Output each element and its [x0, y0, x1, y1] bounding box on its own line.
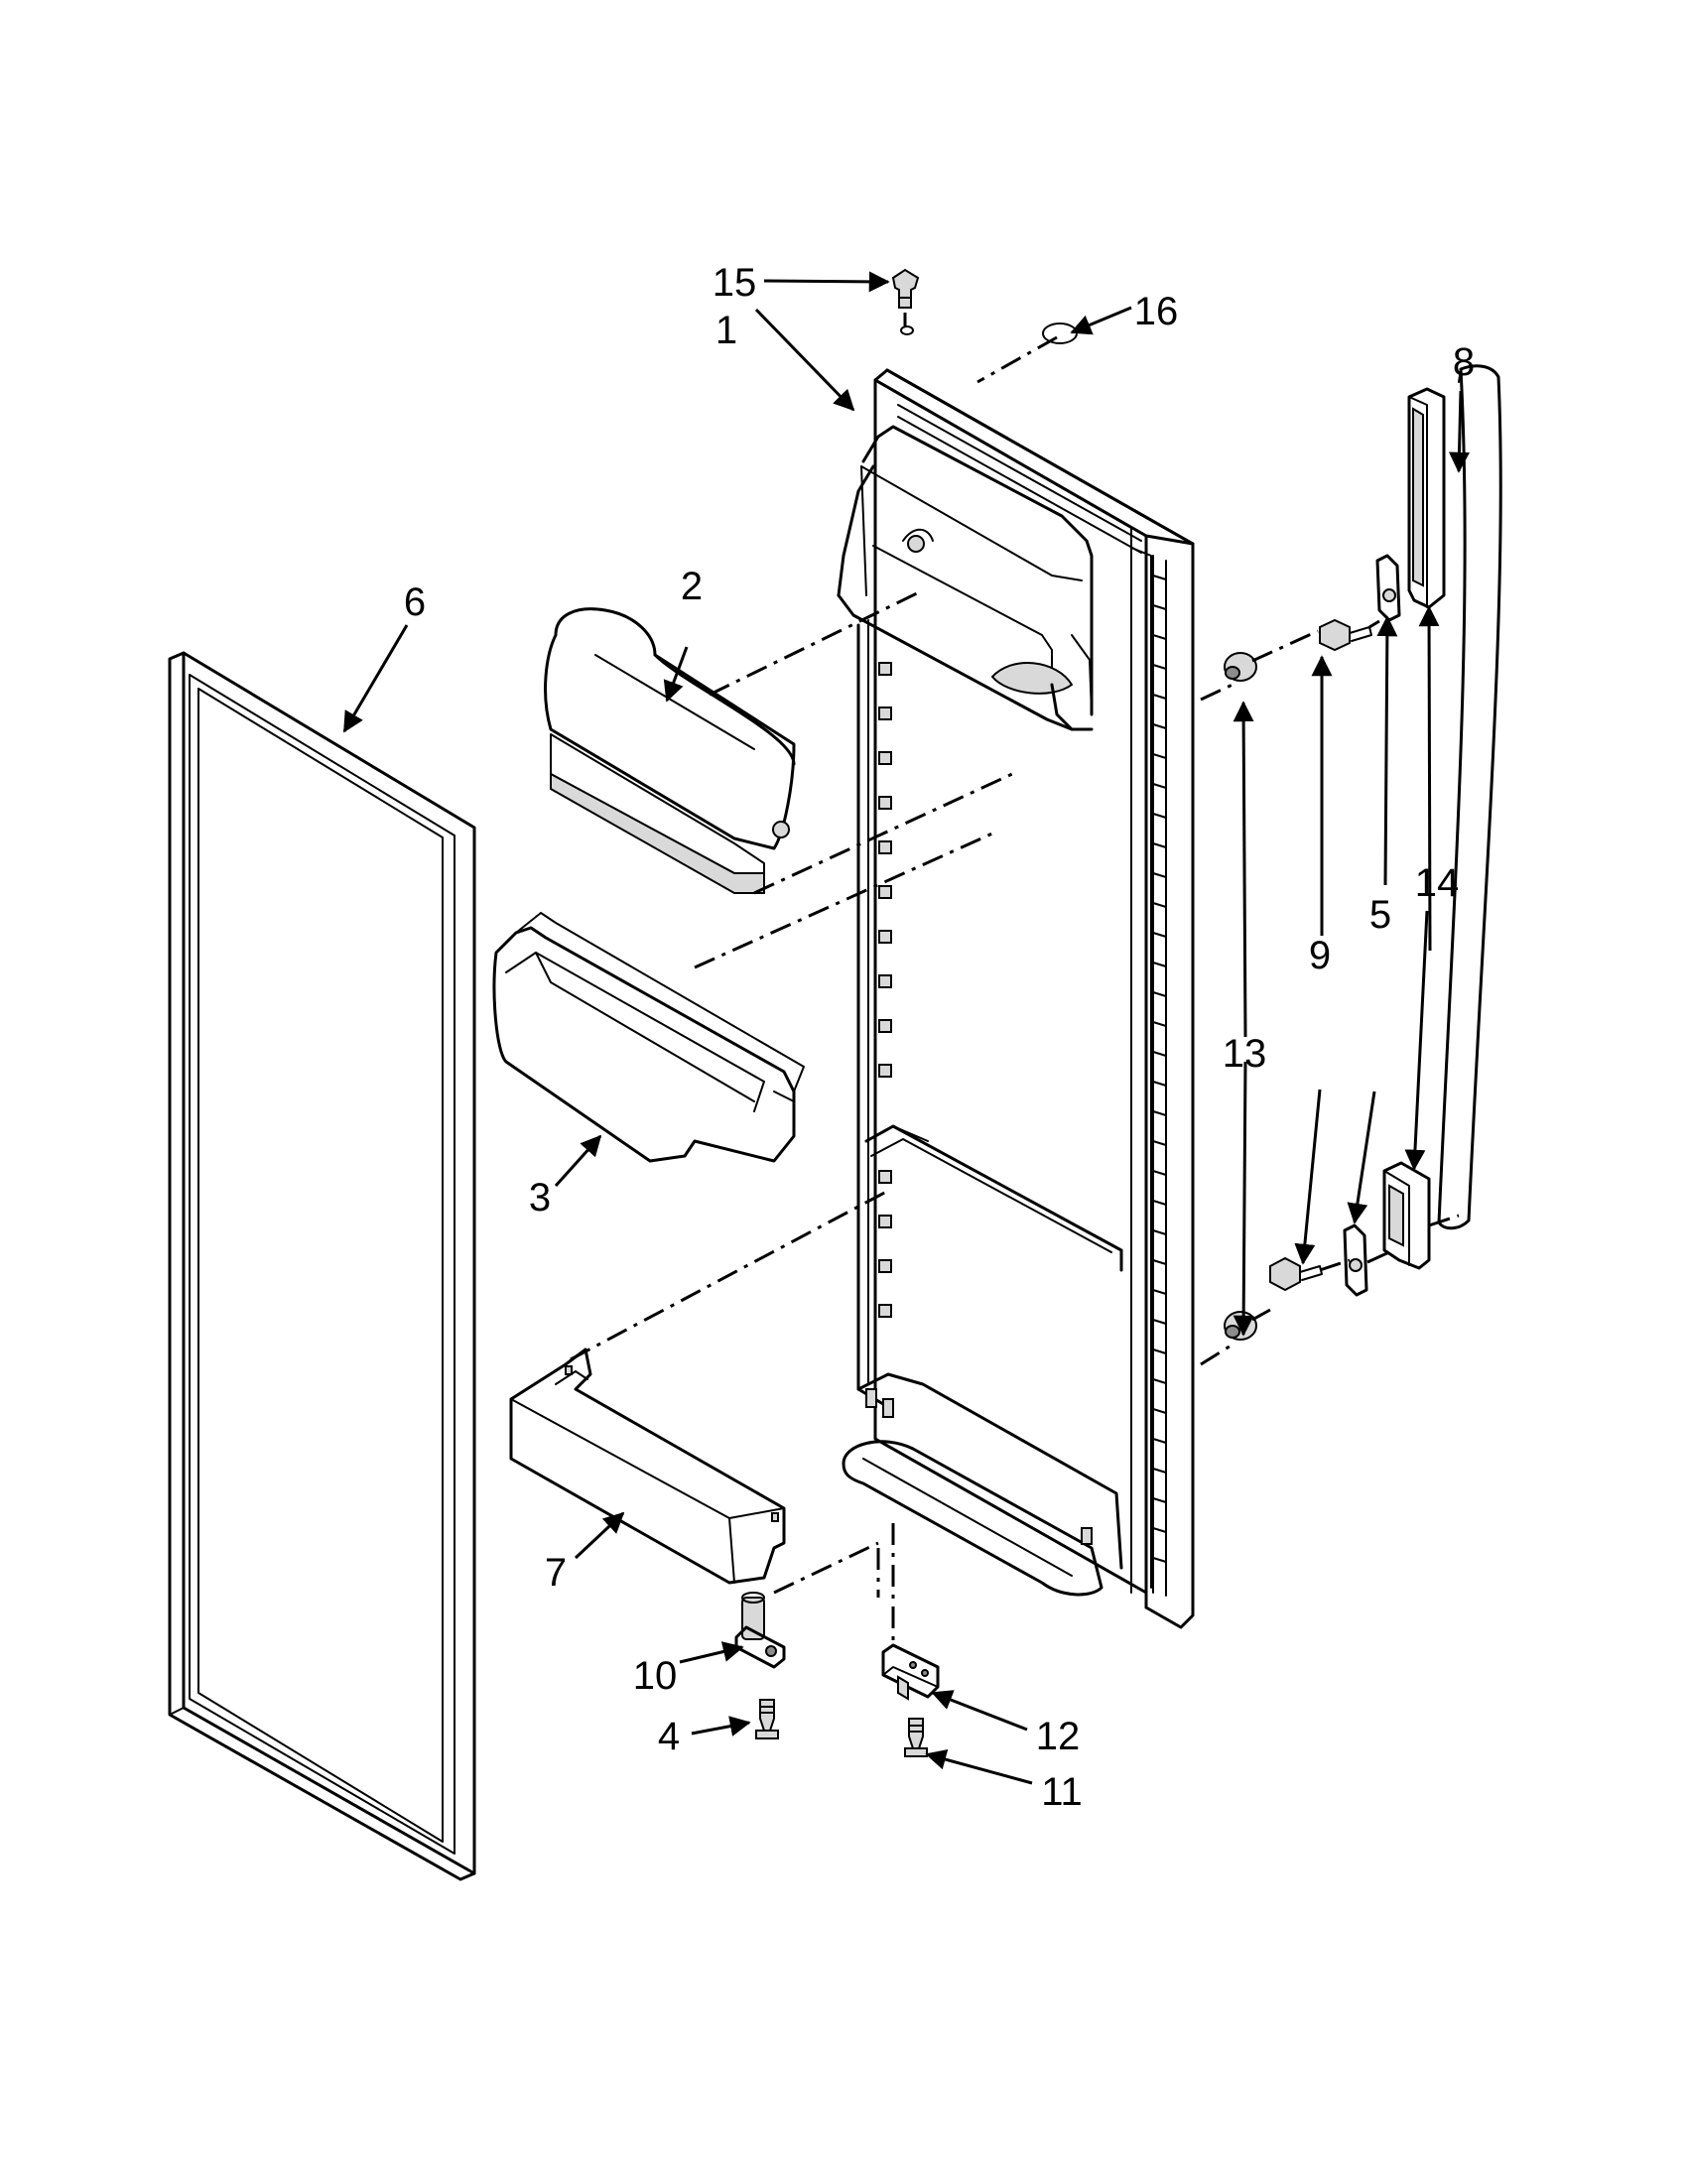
hinge-screw: [755, 1699, 779, 1739]
door-handle: [1437, 364, 1502, 1230]
handle-end-cap-top: [1407, 387, 1446, 609]
callout-7: 7: [545, 1551, 567, 1595]
callout-13: 13: [1223, 1032, 1267, 1076]
handle-screw-top: [1319, 618, 1372, 652]
handle-end-cap-bottom: [1382, 1161, 1431, 1270]
callout-labels: 1 2 3 4 5 6 7 8 9 10 11 12 13 14 15 16: [404, 261, 1475, 1814]
callout-arrows: [342, 271, 1470, 1785]
door-hinge-pin: [734, 1592, 786, 1669]
callout-5: 5: [1369, 893, 1391, 937]
handle-mount-stud-bottom: [1224, 1311, 1257, 1341]
callout-6: 6: [404, 580, 426, 624]
bracket-screw: [904, 1718, 928, 1757]
callout-10: 10: [633, 1654, 678, 1698]
washer: [1042, 322, 1078, 344]
callout-2: 2: [681, 565, 703, 608]
handle-clip-top: [1375, 554, 1401, 622]
refrigerator-door: [837, 325, 1195, 1629]
callout-15: 15: [713, 261, 757, 305]
lower-door-bin: [509, 1348, 786, 1585]
handle-screw-bottom: [1269, 1256, 1323, 1292]
door-bin: [492, 912, 805, 1163]
callout-4: 4: [658, 1715, 680, 1758]
door-gasket: [168, 651, 476, 1881]
lower-hinge-bracket: [881, 1643, 940, 1701]
callout-16: 16: [1134, 290, 1179, 333]
callout-8: 8: [1453, 340, 1475, 384]
handle-mount-stud-top: [1224, 652, 1257, 682]
handle-clip-bottom: [1343, 1223, 1368, 1297]
callout-3: 3: [529, 1176, 551, 1220]
callout-11: 11: [1041, 1770, 1083, 1814]
door-top-pin: [891, 268, 920, 309]
callout-9: 9: [1309, 934, 1331, 977]
dispenser-cover: [544, 607, 796, 894]
callout-12: 12: [1036, 1715, 1081, 1758]
bin-support-bosses: [878, 662, 892, 1318]
callout-1: 1: [715, 309, 737, 352]
door-edge-seal: [897, 404, 1167, 1597]
callout-14: 14: [1415, 861, 1460, 905]
assembly-leader-lines: [570, 313, 1460, 1647]
